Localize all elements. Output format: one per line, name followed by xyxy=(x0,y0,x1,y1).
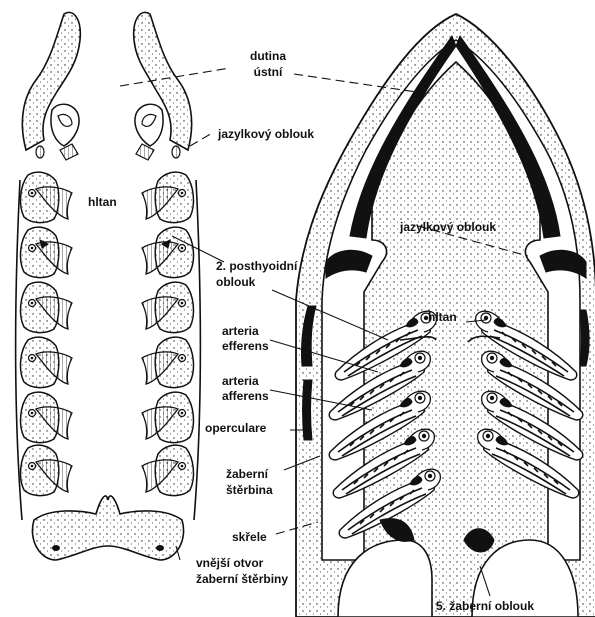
label-operculum: operculare xyxy=(205,421,267,435)
label-oral-cavity-line2: ústní xyxy=(254,65,283,79)
label-fifth-arch: 5. žaberní oblouk xyxy=(436,599,534,613)
label-efferent-line1: arteria xyxy=(222,324,259,338)
label-efferent-line2: efferens xyxy=(222,339,269,353)
label-gill-slit-line1: žaberní xyxy=(226,467,269,481)
label-external-opening-line2: žaberní štěrbiny xyxy=(196,572,288,586)
label-afferent-line1: arteria xyxy=(222,374,259,388)
left-arch-column-left xyxy=(21,172,72,496)
label-posthyoid-line1: 2. posthyoidní xyxy=(216,259,298,273)
label-hyoid-arch-right: jazylkový oblouk xyxy=(399,220,496,234)
label-pharynx-right: hltan xyxy=(428,310,457,324)
left-arch-column-right xyxy=(142,172,193,496)
label-external-opening-line1: vnější otvor xyxy=(196,556,264,570)
label-posthyoid-line2: oblouk xyxy=(216,275,256,289)
label-oral-cavity-line1: dutina xyxy=(250,49,286,63)
label-gill-cover: skřele xyxy=(232,530,267,544)
label-afferent-line2: afferens xyxy=(222,389,269,403)
label-pharynx-left: hltan xyxy=(88,195,117,209)
label-hyoid-arch-left: jazylkový oblouk xyxy=(217,127,314,141)
left-pharynx-drawing xyxy=(16,12,201,560)
label-gill-slit-line2: štěrbina xyxy=(226,483,273,497)
